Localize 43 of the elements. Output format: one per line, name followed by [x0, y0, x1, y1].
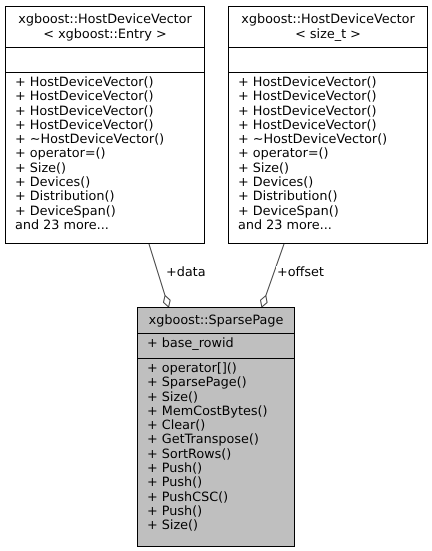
class-box: [228, 6, 428, 244]
member-name: + HostDeviceVector(): [15, 90, 154, 105]
class-box: [5, 6, 205, 244]
member-name: + Push(): [147, 476, 202, 491]
member-name: + Clear(): [147, 419, 206, 434]
member-name: + operator=(): [15, 147, 106, 162]
member-name: + MemCostBytes(): [147, 404, 268, 419]
member-name: + HostDeviceVector(): [15, 118, 154, 133]
member-name: + HostDeviceVector(): [238, 76, 376, 90]
class-name: xgboost::SparsePage: [148, 313, 284, 328]
member-name: + Devices(): [238, 176, 314, 190]
member-name: + SortRows(): [147, 448, 232, 462]
aggregation-connector: [260, 244, 284, 308]
member-name: + ~HostDeviceVector(): [15, 133, 164, 148]
member-name: + Size(): [15, 162, 66, 176]
member-name: + HostDeviceVector(): [15, 76, 154, 90]
member-name: + Size(): [238, 162, 290, 176]
member-name: + ~HostDeviceVector(): [238, 133, 388, 148]
member-name: + HostDeviceVector(): [15, 104, 154, 119]
member-name: + operator=(): [238, 147, 329, 162]
member-name: + Distribution(): [15, 190, 114, 205]
member-name: + base_rowid: [147, 337, 234, 352]
member-name: + GetTranspose(): [147, 433, 259, 448]
member-name: + HostDeviceVector(): [238, 104, 376, 119]
member-name: + Push(): [147, 504, 202, 519]
member-name: + Size(): [147, 390, 198, 405]
member-name: + Push(): [147, 462, 202, 476]
member-name: + DeviceSpan(): [238, 204, 339, 219]
member-name: + operator[](): [147, 362, 237, 376]
class-box: [137, 307, 295, 547]
member-name: + HostDeviceVector(): [238, 118, 376, 133]
member-name: + DeviceSpan(): [15, 204, 116, 219]
class-name: xgboost::HostDeviceVector < size_t >: [240, 12, 416, 42]
member-name: and 23 more...: [15, 218, 109, 234]
member-name: + SparsePage(): [147, 376, 247, 391]
member-name: + PushCSC(): [147, 490, 228, 505]
member-name: and 23 more...: [238, 218, 332, 234]
member-name: + HostDeviceVector(): [238, 90, 376, 105]
member-name: + Size(): [147, 519, 198, 534]
aggregation-connector: [148, 244, 171, 308]
member-name: + Devices(): [15, 176, 90, 190]
member-name: + Distribution(): [238, 190, 338, 205]
class-name: xgboost::HostDeviceVector < xgboost::Entry >: [17, 12, 193, 42]
